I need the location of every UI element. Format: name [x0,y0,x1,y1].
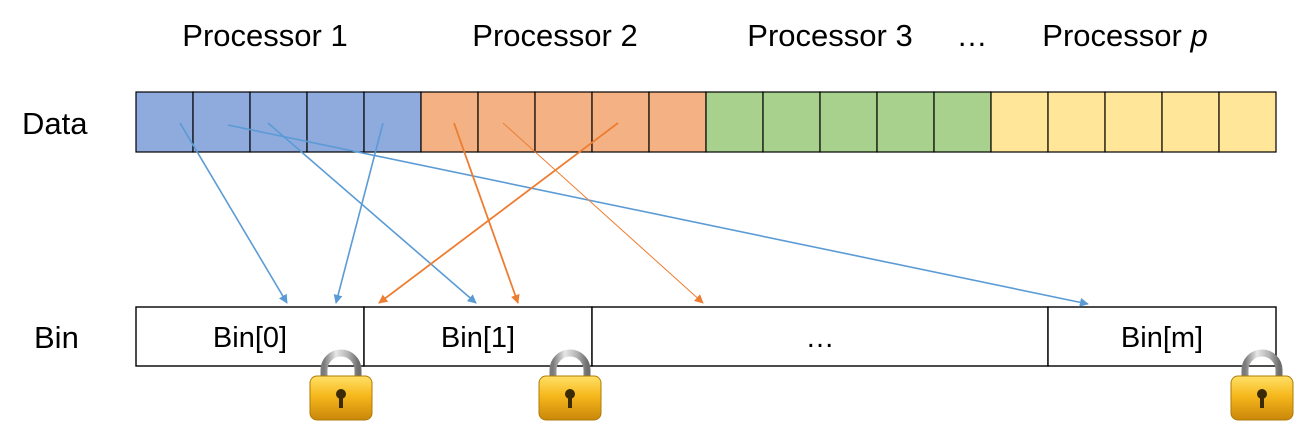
bin-box-1 [363,306,593,367]
bin-box-m [1047,306,1277,367]
padlock-icon [538,349,602,421]
processor-1-arrows [179,122,1089,307]
processor-label-1: Processor 1 [182,18,347,53]
data-cell-p2-3 [534,91,593,153]
arrow-p2-to-bin-mid [502,122,704,304]
data-cell-p1-2 [192,91,251,153]
processor-ellipsis: … [957,18,988,53]
data-cell-p2-2 [477,91,536,153]
data-cell-p2-5 [648,91,707,153]
processor-label-p-prefix: Processor [1042,18,1190,53]
arrow-p1-to-binm [227,124,1089,307]
padlock-icon [1230,349,1294,421]
data-cell-p4-4 [1161,91,1220,153]
bin-label-0: Bin[0] [213,322,287,354]
data-array [135,91,1277,153]
arrow-p1-to-bin0-b [333,122,384,304]
data-cell-p1-1 [135,91,194,153]
arrow-p1-to-bin1 [267,122,477,304]
arrow-p1-to-bin0 [179,122,288,304]
padlock-icon [309,349,373,421]
data-cell-p1-3 [249,91,308,153]
data-cell-p4-2 [1047,91,1106,153]
data-row-label: Data [22,106,88,141]
bin-array: Bin[0] Bin[1] … Bin[m] [135,306,1277,367]
data-cell-p2-4 [591,91,650,153]
processor-label-2: Processor 2 [472,18,637,53]
processor-label-p-variable: p [1189,18,1207,53]
data-cell-p3-4 [876,91,935,153]
data-cell-p3-5 [933,91,992,153]
data-cell-p1-4 [306,91,365,153]
data-cell-p4-5 [1218,91,1277,153]
bin-label-m: Bin[m] [1121,322,1203,354]
arrow-p2-to-bin1 [453,122,520,304]
processor-2-arrows [378,122,704,304]
processor-label-3: Processor 3 [747,18,912,53]
arrow-p2-to-bin0 [378,122,619,304]
data-cell-p4-3 [1104,91,1163,153]
bin-box-ellipsis [591,306,1049,367]
data-cell-p3-1 [705,91,764,153]
data-cell-p4-1 [990,91,1049,153]
data-cell-p3-3 [819,91,878,153]
bin-label-ellipsis: … [806,322,835,354]
data-cell-p2-1 [420,91,479,153]
data-cell-p3-2 [762,91,821,153]
bin-label-1: Bin[1] [441,322,515,354]
bin-row-label: Bin [34,320,79,355]
processor-label-p: Processor p [1042,18,1207,53]
data-cell-p1-5 [363,91,422,153]
